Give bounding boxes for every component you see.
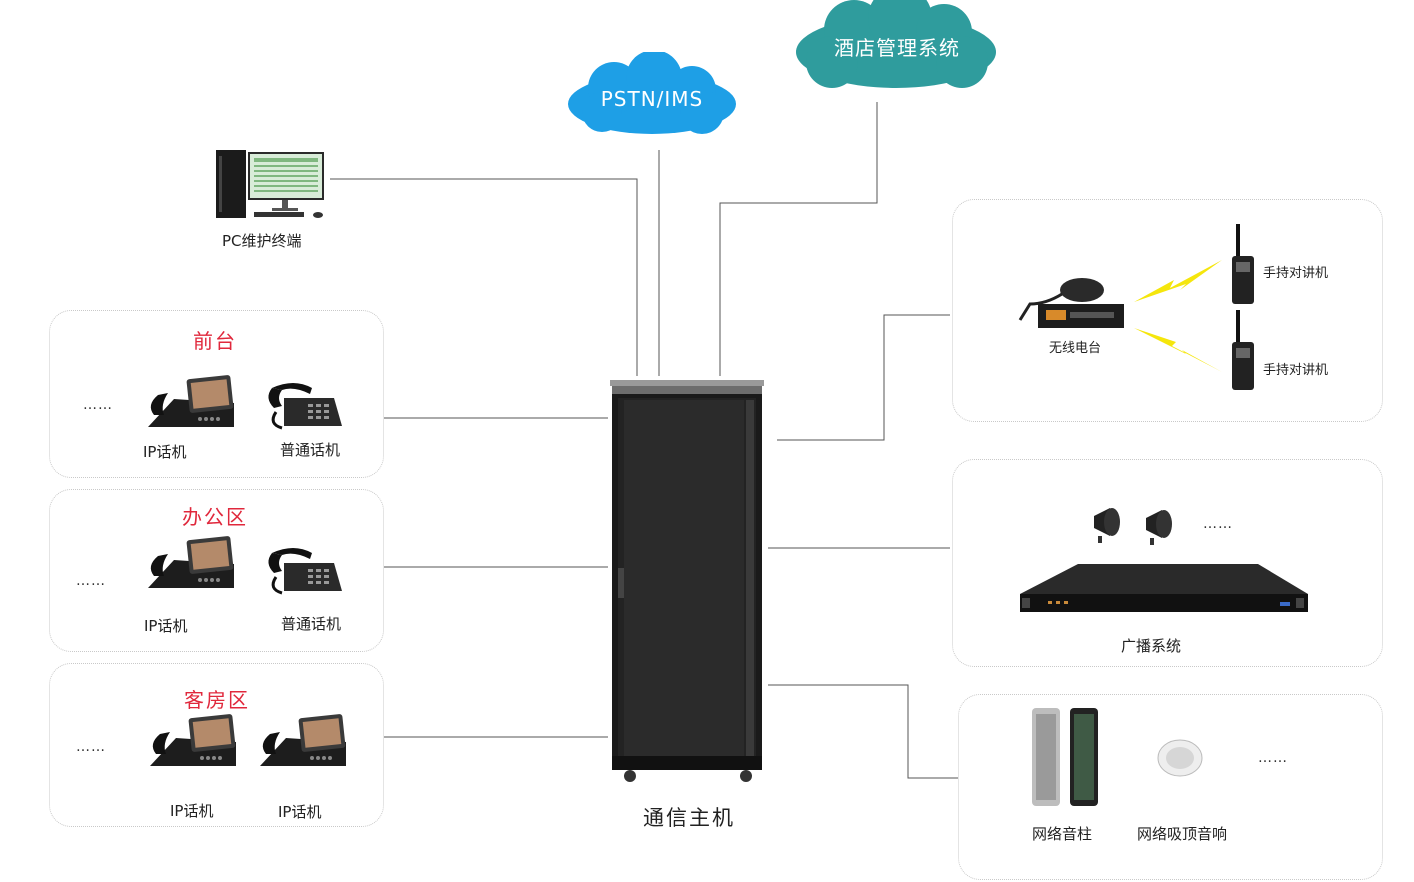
base-radio-icon [1018,278,1124,328]
radio-panel [952,199,1383,422]
front-desk-device2-label: 普通话机 [280,441,341,459]
handheld2-label: 手持对讲机 [1263,363,1329,378]
walkie-talkie-icon [1232,224,1254,304]
speaker-ellipsis: …… [1258,750,1288,766]
office-ellipsis: …… [76,573,106,589]
handheld1-label: 手持对讲机 [1263,266,1329,281]
broadcast-panel [952,459,1383,667]
hotel-cloud-icon [796,0,996,88]
broadcast-label: 广播系统 [1121,637,1182,655]
server-cabinet-icon [610,380,764,782]
analog-phone-icon [268,548,342,595]
pc-terminal-label: PC维护终端 [222,232,302,250]
line-radio [777,314,950,441]
lightning-icon [1134,260,1222,372]
office-title: 办公区 [182,505,248,529]
walkie-talkie-icon [1232,310,1254,390]
line-hotel-host [719,102,878,376]
front-desk-title: 前台 [193,329,237,353]
ceiling-speaker-icon [1157,739,1203,777]
analog-phone-icon [268,383,342,430]
pc-terminal-icon [216,150,324,218]
line-speakers [768,684,958,779]
guest-rooms-device2-label: IP话机 [278,803,322,821]
horn-speaker-icon [1146,510,1172,545]
guest-rooms-device1-label: IP话机 [170,802,214,820]
column-speaker-icon [1032,708,1098,806]
broadcast-ellipsis: …… [1203,516,1233,532]
ip-phone-icon [148,375,234,427]
guest-rooms-title: 客房区 [184,688,250,712]
guest-rooms-ellipsis: …… [76,739,106,755]
line-pc-host [330,178,638,376]
horn-speaker-icon [1094,508,1120,543]
front-desk-device1-label: IP话机 [143,443,187,461]
ip-phone-icon [260,714,346,766]
column-speaker-label: 网络音柱 [1032,825,1093,843]
front-desk-ellipsis: …… [83,397,113,413]
ceiling-speaker-label: 网络吸顶音响 [1137,825,1228,843]
host-label: 通信主机 [643,806,735,830]
office-device2-label: 普通话机 [281,615,342,633]
ip-phone-icon [148,536,234,588]
hotel-cloud-label: 酒店管理系统 [834,36,960,60]
broadcast-host-icon [1020,564,1308,612]
office-device1-label: IP话机 [144,617,188,635]
pstn-cloud-label: PSTN/IMS [600,87,704,111]
speaker-panel [958,694,1383,880]
pstn-cloud-icon [568,52,736,134]
base-radio-label: 无线电台 [1049,341,1102,356]
ip-phone-icon [150,714,236,766]
